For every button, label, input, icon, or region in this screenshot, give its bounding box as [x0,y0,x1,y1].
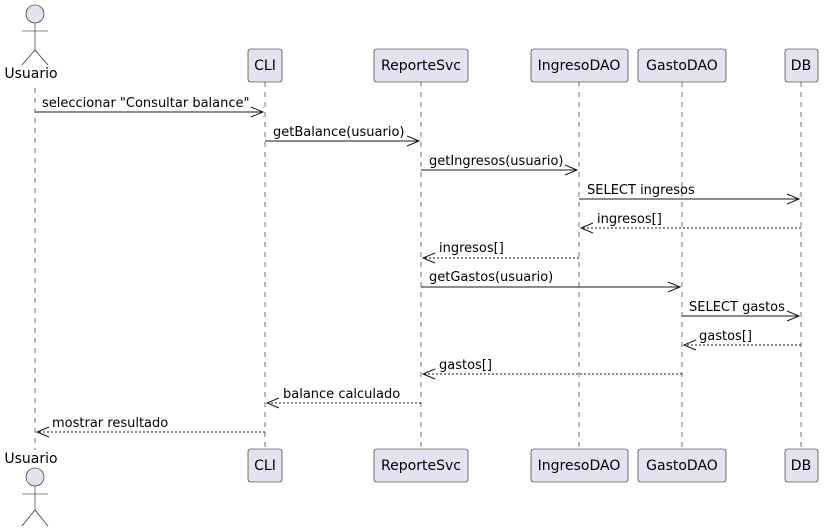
message-2: getBalance(usuario) [265,125,421,147]
participant-reportesvc-bottom: ReporteSvc [373,448,469,483]
message-label: mostrar resultado [52,416,168,431]
message-11: balance calculado [265,387,421,409]
actor-body [21,23,49,66]
participant-label-gastodao-top: GastoDAO [646,58,718,74]
message-6: ingresos[] [421,241,579,264]
actor-usuario-bottom: Usuario [4,451,58,527]
message-9: gastos[] [682,329,801,351]
message-12: mostrar resultado [35,416,265,438]
message-label: getGastos(usuario) [429,270,553,285]
participant-label-reportesvc-bottom: ReporteSvc [381,458,461,474]
participant-label-ingresodao-top: IngresoDAO [538,58,621,74]
participant-label-cli-bottom: CLI [254,458,276,474]
participant-db-bottom: DB [784,448,819,483]
message-label: ingresos[] [597,212,662,227]
message-4: SELECT ingresos [579,183,801,205]
message-label: gastos[] [439,358,492,373]
participant-cli-bottom: CLI [247,448,283,483]
participant-reportesvc-top: ReporteSvc [373,48,469,83]
participant-label-db-bottom: DB [791,458,811,474]
message-label: SELECT gastos [689,300,785,315]
message-5: ingresos[] [579,212,801,234]
message-3: getIngresos(usuario) [421,154,579,176]
participant-gastodao-top: GastoDAO [637,48,727,83]
participant-db-top: DB [784,48,819,83]
participant-label-reportesvc-top: ReporteSvc [381,58,461,74]
message-label: ingresos[] [439,241,504,256]
message-label: seleccionar "Consultar balance" [42,96,250,111]
actor-head [25,4,45,24]
participant-label-usuario-top: Usuario [4,66,57,82]
message-label: SELECT ingresos [587,183,695,198]
message-8: SELECT gastos [682,300,801,322]
participant-ingresodao-top: IngresoDAO [530,48,629,83]
actor-body [21,486,49,527]
participant-ingresodao-bottom: IngresoDAO [530,448,629,483]
message-10: gastos[] [421,358,682,380]
message-label: getIngresos(usuario) [429,154,564,169]
message-1: seleccionar "Consultar balance" [35,96,265,118]
participant-label-cli-top: CLI [254,58,276,74]
message-label: balance calculado [283,387,400,402]
participant-label-ingresodao-bottom: IngresoDAO [538,458,621,474]
message-label: gastos[] [699,329,752,344]
actor-usuario-top: Usuario [4,4,58,82]
participant-label-usuario-bottom: Usuario [4,451,57,467]
actor-head [25,467,45,487]
message-label: getBalance(usuario) [273,125,404,140]
participant-label-db-top: DB [791,58,811,74]
participant-label-gastodao-bottom: GastoDAO [646,458,718,474]
participant-cli-top: CLI [247,48,283,83]
participant-gastodao-bottom: GastoDAO [637,448,727,483]
message-7: getGastos(usuario) [421,270,682,293]
